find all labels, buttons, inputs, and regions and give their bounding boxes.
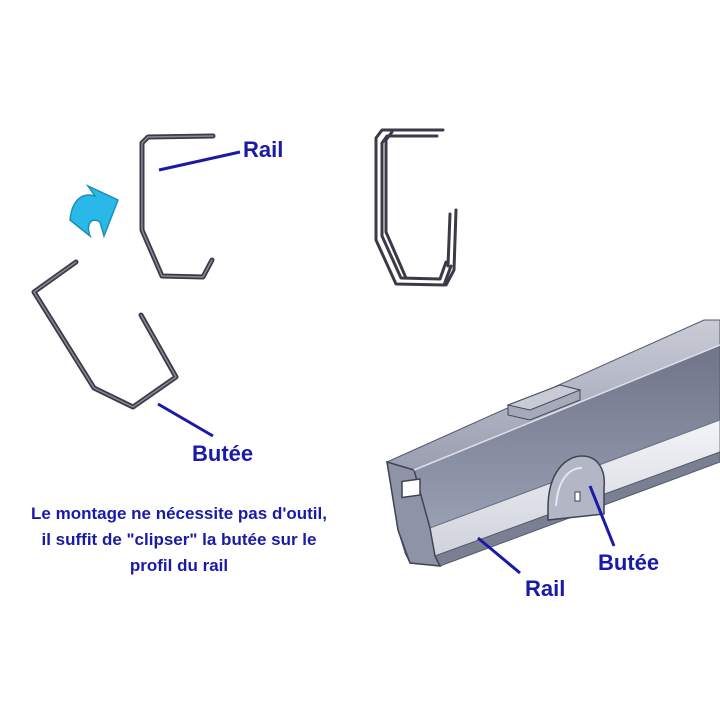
butee-left-leader-line [157,402,214,438]
butee-profile-section [31,259,179,410]
rail-3d-view [385,319,720,567]
assembled-profile-section [374,128,458,287]
butee-label-left: Butée [192,441,254,466]
caption-line-1: Le montage ne nécessite pas d'outil, [31,504,327,523]
rail-label-bottom: Rail [525,576,566,601]
rail-slot-window [401,478,421,499]
curved-arrow-icon [69,184,119,239]
butee-label-right: Butée [598,550,660,575]
rail-label-top: Rail [243,137,284,162]
butee-3d-part [547,455,606,521]
caption-line-3: profil du rail [129,556,229,575]
butee-right-leader-line [588,485,616,547]
rail-bottom-leader-line [477,536,521,575]
caption-line-2: il suffit de "clipser" la butée sur le [41,530,317,549]
instruction-caption: Le montage ne nécessite pas d'outil, il … [0,501,358,579]
rail-top-leader-line [158,150,241,172]
rail-profile-section [139,133,216,280]
